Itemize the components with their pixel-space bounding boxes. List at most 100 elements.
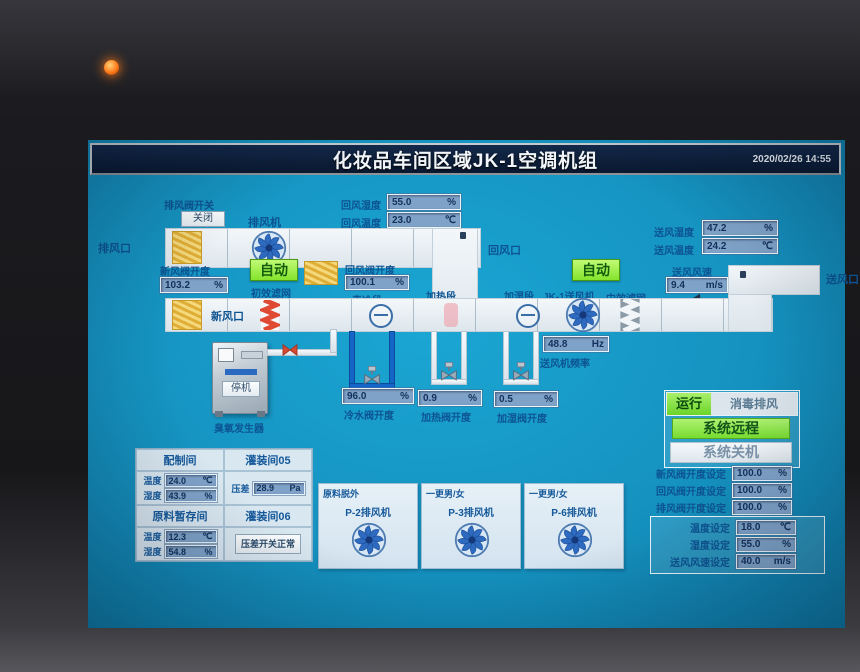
humidifier-icon [516,304,540,328]
exhaust-fan-box: 原料脱外 P-2排风机 [318,483,418,569]
exhaust-fan-label: 排风机 [248,217,281,229]
humidifier-pipe [504,332,508,384]
humidifier-pipe [534,332,538,384]
supply-temp-value: 24.2℃ [702,238,778,254]
room-name: 灌装间06 [224,505,312,527]
hum-setpoint-row: 湿度设定 55.0% [651,537,796,552]
ozone-generator: 停机 [212,342,268,417]
dp-switch-cell: 压差开关正常 [224,527,312,561]
heating-section-label: 加热段 [426,288,456,303]
page-title: 化妆品车间区域JK-1空调机组 [332,150,599,172]
auto-mode-button-2[interactable]: 自动 [572,259,620,281]
ozone-foot [215,411,223,417]
fresh-valve-value: 103.2% [160,277,228,293]
system-shutdown-button[interactable]: 系统关机 [670,442,792,463]
run-status-row: 运行 消毒排风 [666,392,798,416]
ozone-stop-button[interactable]: 停机 [222,381,260,397]
supply-velocity-label: 送风风速 [672,268,712,279]
supply-outlet-duct [728,265,820,295]
supply-fan-icon [565,297,601,333]
exhaust-fan-box: 一更男/女 P-3排风机 [421,483,521,569]
supply-humidity-label: 送风湿度 [654,228,694,239]
supply-humidity-value: 47.2% [702,220,778,236]
cooling-coil-icon [369,304,393,328]
exhaust-valve-switch-label: 排风阀开关 [164,201,214,212]
exhaust-valve-close-button[interactable]: 关闭 [181,211,225,227]
room-name: 配制间 [136,449,224,471]
chilled-water-pipe [390,332,394,388]
fresh-valve-setpoint[interactable]: 100.0% [732,466,792,481]
ozone-valve-icon [281,343,299,357]
exhaust-valve-setpoint[interactable]: 100.0% [732,500,792,515]
fresh-inlet-label: 新风口 [211,311,244,323]
humidifier-pipe [504,380,538,384]
humidifier-valve-icon [510,362,532,381]
ozone-foot [257,411,265,417]
disinfect-exhaust-button[interactable]: 消毒排风 [711,393,797,415]
return-humidity-value: 55.0% [387,194,461,210]
supply-duct [165,298,773,332]
heating-valve-value: 0.9% [418,390,482,406]
dp-switch-status-button[interactable]: 压差开关正常 [234,534,301,554]
heater-icon [444,303,458,327]
supply-fan-label: JK-1送风机 [543,288,595,303]
fan-icon [454,522,490,558]
heating-valve-label: 加热阀开度 [421,413,471,424]
hmi-screen: 化妆品车间区域JK-1空调机组 2020/02/26 14:55 排风阀开关 关… [88,140,859,628]
chilled-water-pipe [350,384,394,388]
fan-icon [351,522,387,558]
ozone-slot [225,369,257,375]
pre-filter-label: 初效滤网 [251,289,291,300]
supply-outlet-label: 送风口 [826,274,859,286]
heating-pipe [432,380,466,384]
exhaust-fan-box: 一更男/女 P-6排风机 [524,483,624,569]
temp-setpoint[interactable]: 18.0℃ [736,520,796,535]
return-temp-value: 23.0℃ [387,212,461,228]
ozone-pipe [268,350,336,355]
bezel [0,0,860,140]
room-name: 灌装间05 [224,449,312,471]
fan-frequency-label: 送风机频率 [540,359,590,370]
fresh-valve-label: 新风阀开度 [160,267,210,278]
sensor-icon [740,271,746,278]
mid-filter-icon [620,299,640,331]
room-values: 温度 24.0℃ 湿度 43.9% [136,471,224,505]
heating-pipe [462,332,466,384]
auto-mode-button-1[interactable]: 自动 [250,259,298,281]
room-hum-value: 54.8% [164,545,217,558]
power-led-icon [104,60,119,75]
return-inlet-label: 回风口 [488,245,521,257]
room-values: 温度 12.3℃ 湿度 54.8% [136,527,224,561]
room-name: 原料暂存间 [136,505,224,527]
return-humidity-label: 回风湿度 [341,201,381,212]
chilled-water-valve-label: 冷水阀开度 [344,411,394,422]
return-duct [165,228,481,268]
exhaust-damper-icon [172,231,202,264]
room-hum-value: 43.9% [164,489,217,502]
supply-temp-label: 送风温度 [654,246,694,257]
chilled-water-pipe [350,332,354,388]
return-valve-setpoint-row: 回风阀开度设定 100.0% [596,483,792,498]
exhaust-outlet-label: 排风口 [98,243,131,255]
hum-setpoint[interactable]: 55.0% [736,537,796,552]
title-bar: 化妆品车间区域JK-1空调机组 2020/02/26 14:55 [90,143,841,175]
fresh-damper-icon [172,300,202,330]
ozone-generator-label: 臭氧发生器 [214,424,264,435]
return-valve-setpoint[interactable]: 100.0% [732,483,792,498]
heating-pipe [432,332,436,384]
return-temp-label: 回风温度 [341,219,381,230]
return-valve-label: 回风阀开度 [345,266,395,277]
fan-icon [557,522,593,558]
chilled-water-valve-value: 96.0% [342,388,414,404]
room-temp-value: 12.3℃ [164,530,217,543]
humidifier-valve-value: 0.5% [494,391,558,407]
run-status-button[interactable]: 运行 [667,393,711,415]
system-remote-button[interactable]: 系统远程 [672,418,790,439]
